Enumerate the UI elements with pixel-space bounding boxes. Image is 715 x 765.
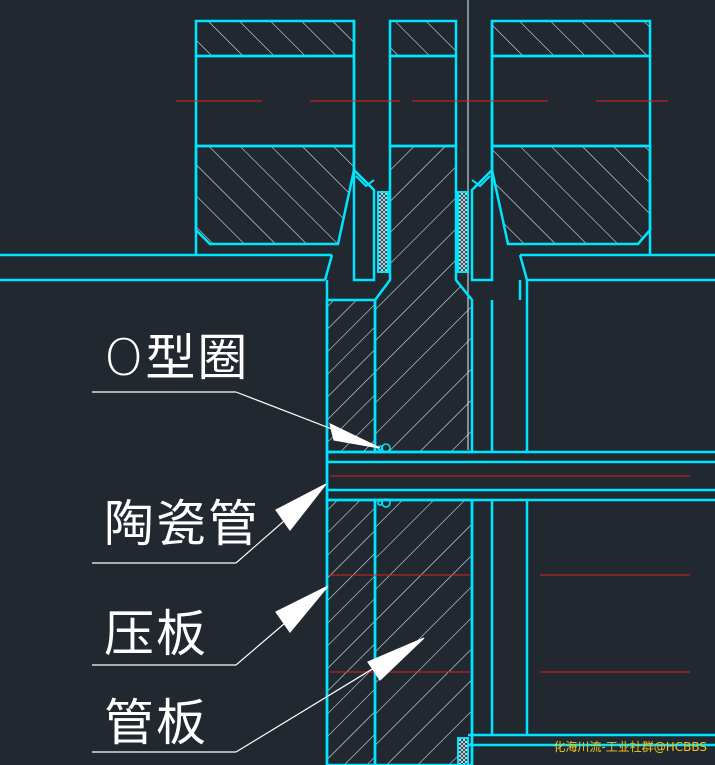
leader-o-ring — [92, 391, 381, 449]
label-o-ring: O型圈 — [104, 329, 250, 387]
upper-middle-block — [388, 19, 458, 148]
packing-bottom — [457, 737, 469, 765]
packing-right — [457, 191, 469, 273]
upper-plate-band — [0, 253, 715, 282]
leader-tube-sheet — [92, 637, 425, 753]
packing-left — [377, 191, 389, 273]
o-ring-symbols — [377, 443, 391, 508]
ceramic-tube — [325, 450, 715, 502]
lower-centerlines — [330, 574, 690, 673]
upper-left-flange — [194, 19, 356, 255]
pressure-plate-lower — [325, 498, 377, 765]
leader-pressure-plate — [92, 585, 329, 666]
leader-ceramic-tube — [92, 483, 327, 564]
label-tube-sheet: 管板 — [104, 694, 208, 752]
label-pressure-plate: 压板 — [104, 605, 208, 663]
upper-right-flange — [490, 19, 652, 255]
gland-walls — [325, 169, 529, 735]
center-tube-sheet-lower — [373, 498, 474, 765]
lower-left-edges — [325, 300, 715, 765]
chamfer-marks — [355, 175, 491, 188]
label-ceramic-tube: 陶瓷管 — [104, 495, 260, 553]
watermark: 化海川流-工业社群@HCBBS — [553, 740, 707, 754]
